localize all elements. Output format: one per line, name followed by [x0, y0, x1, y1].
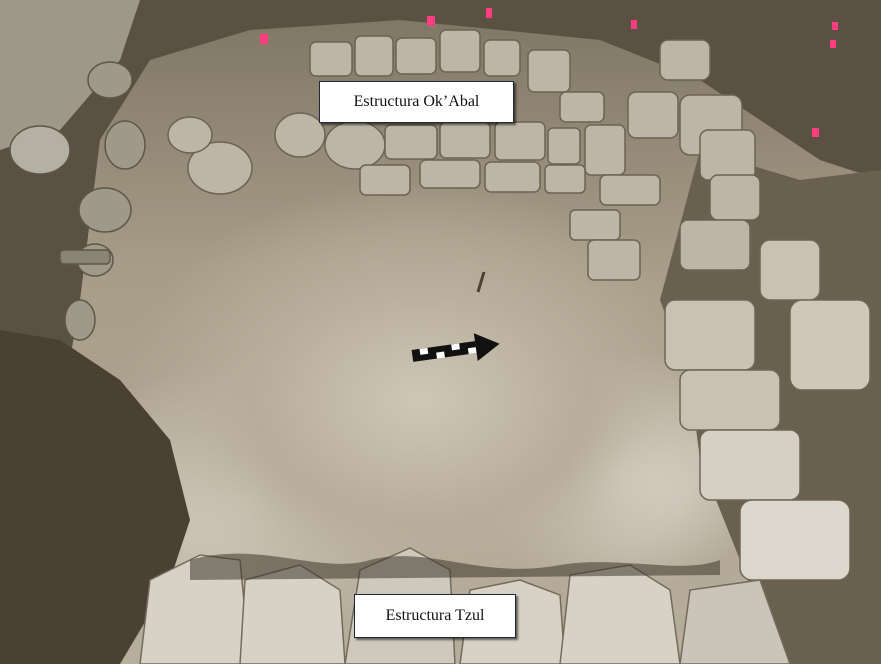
- label-okabal-text: Estructura Ok’Abal: [353, 93, 480, 110]
- left-stones: [9, 61, 146, 341]
- stone-shadow: [190, 553, 720, 580]
- label-estructura-tzul: Estructura Tzul: [354, 594, 516, 638]
- right-stones: [664, 239, 871, 581]
- survey-flags: [260, 8, 838, 137]
- label-estructura-okabal: Estructura Ok’Abal: [319, 81, 514, 123]
- left-soil-wall: [0, 330, 190, 664]
- floor-stick: [476, 271, 486, 293]
- scale-bar: [411, 333, 500, 362]
- label-tzul-text: Estructura Tzul: [385, 607, 485, 624]
- upper-left-bank: [0, 0, 140, 150]
- back-stone-wall: [167, 29, 761, 281]
